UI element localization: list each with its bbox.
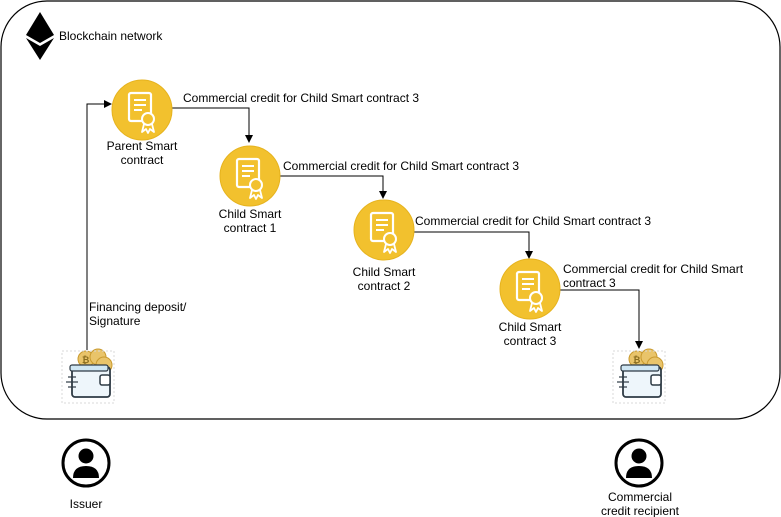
child-contract-3-label-line1: Child Smart [498,320,562,334]
parent-contract-icon [110,78,174,142]
child-contract-2-label-line1: Child Smart [352,265,416,279]
child-contract-3-label: Child Smart contract 3 [480,320,580,348]
child-contract-2-label-line2: contract 2 [357,279,411,293]
parent-contract-label: Parent Smart contract [92,139,192,167]
blockchain-network-boundary [0,0,781,420]
network-title: Blockchain network [59,29,163,43]
recipient-label-line1: Commercial [607,490,672,504]
edge-label-4: Commercial credit for Child Smart contra… [563,262,743,290]
deposit-label-line1: Financing deposit/ [89,300,187,314]
deposit-label-line2: Signature [89,314,141,328]
child-contract-1-label-line1: Child Smart [218,207,282,221]
edge-child3-to-recipient [560,289,643,349]
recipient-label-line2: credit recipient [600,504,680,517]
edge-label-4-line1: Commercial credit for Child Smart [563,262,744,276]
edge-child2-to-child3 [414,231,533,259]
child-contract-3-icon [498,257,562,321]
edge-label-3: Commercial credit for Child Smart contra… [415,214,652,228]
parent-contract-label-line2: contract [120,153,164,167]
parent-contract-label-line1: Parent Smart [106,139,178,153]
edge-label-1: Commercial credit for Child Smart contra… [183,91,420,105]
child-contract-2-label: Child Smart contract 2 [334,265,434,293]
recipient-user-icon [614,438,664,488]
issuer-label: Issuer [69,497,103,511]
child-contract-1-label: Child Smart contract 1 [200,207,300,235]
child-contract-2-icon [352,198,416,262]
recipient-wallet-icon [612,348,666,404]
edge-parent-to-child1 [172,107,253,143]
edge-label-2: Commercial credit for Child Smart contra… [283,159,520,173]
recipient-label: Commercial credit recipient [580,490,700,517]
deposit-label: Financing deposit/ Signature [89,300,186,328]
child-contract-1-label-line2: contract 1 [223,221,277,235]
deposit-connector [86,100,112,350]
edge-child1-to-child2 [280,175,387,199]
child-contract-1-icon [218,144,282,208]
issuer-user-icon [61,438,111,488]
ethereum-icon [26,12,54,60]
child-contract-3-label-line2: contract 3 [503,334,557,348]
issuer-wallet-icon [61,348,115,404]
edge-label-4-line2: contract 3 [563,276,616,290]
